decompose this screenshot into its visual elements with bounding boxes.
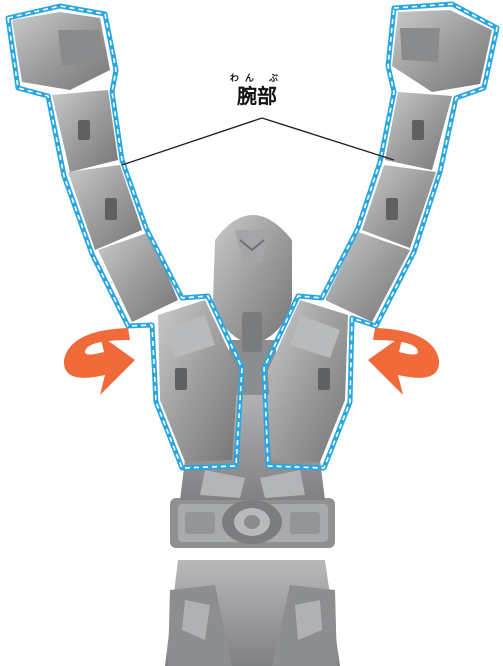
label-ruby: わん ぶ bbox=[229, 74, 285, 84]
lower-body bbox=[165, 560, 340, 666]
arm-outline-right-dash bbox=[263, 3, 498, 469]
arm-part-label: わん ぶ 腕部 bbox=[222, 74, 292, 108]
rotate-arrow-icon bbox=[368, 328, 440, 395]
right-arm bbox=[268, 10, 492, 462]
left-arm bbox=[12, 12, 238, 462]
belt bbox=[170, 498, 335, 548]
leader-lines bbox=[121, 117, 395, 166]
label-text: 腕部 bbox=[237, 84, 277, 108]
rotate-arrow-icon bbox=[63, 328, 135, 395]
arm-outline-left-dash bbox=[7, 5, 243, 469]
head bbox=[213, 215, 292, 352]
